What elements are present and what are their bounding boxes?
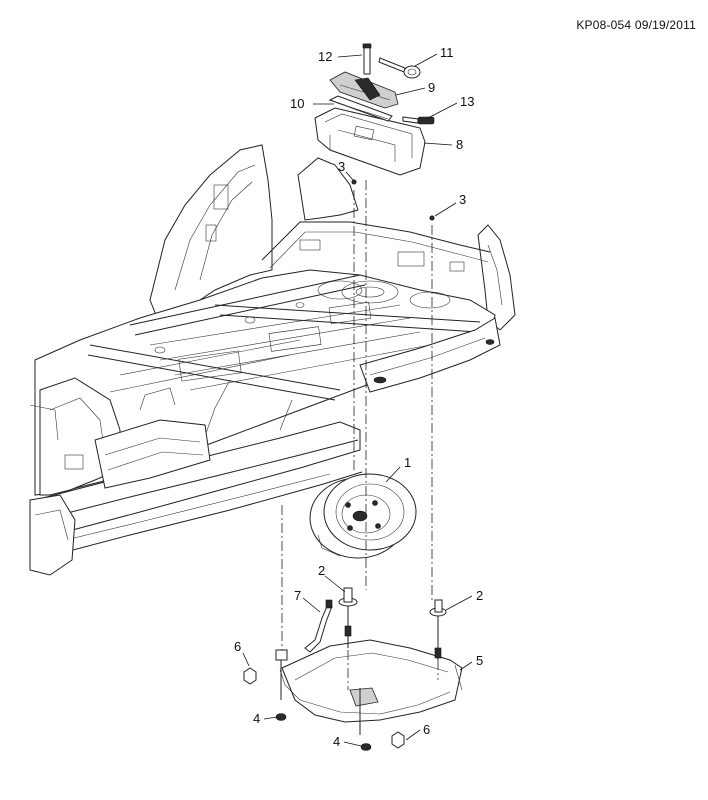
callout-3-right: 3 [459, 192, 466, 207]
callout-7: 7 [294, 588, 301, 603]
callout-8: 8 [456, 137, 463, 152]
callout-4-bottom: 4 [333, 734, 340, 749]
callout-10: 10 [290, 96, 304, 111]
callout-numbers: 1 2 2 3 3 4 4 5 6 6 7 8 9 10 11 12 13 [234, 45, 483, 749]
callout-1: 1 [404, 455, 411, 470]
callout-9: 9 [428, 80, 435, 95]
callout-6-right: 6 [423, 722, 430, 737]
callout-6-left: 6 [234, 639, 241, 654]
callout-4-left: 4 [253, 711, 260, 726]
callout-2-center: 2 [318, 563, 325, 578]
callout-13: 13 [460, 94, 474, 109]
assembly-centerlines [281, 180, 439, 690]
spare-carrier-shield [279, 639, 463, 723]
spare-wheel [309, 473, 417, 559]
callout-2-right: 2 [476, 588, 483, 603]
jack-and-tool-tray [314, 43, 435, 221]
callout-3-left: 3 [338, 159, 345, 174]
drawing-code: KP08-054 09/19/2011 [576, 18, 696, 32]
hardware-parts [243, 587, 447, 751]
vehicle-floor-structure [29, 144, 516, 576]
callout-11: 11 [440, 45, 454, 60]
callout-leaders [242, 53, 473, 747]
callout-12: 12 [318, 49, 332, 64]
callout-5: 5 [476, 653, 483, 668]
